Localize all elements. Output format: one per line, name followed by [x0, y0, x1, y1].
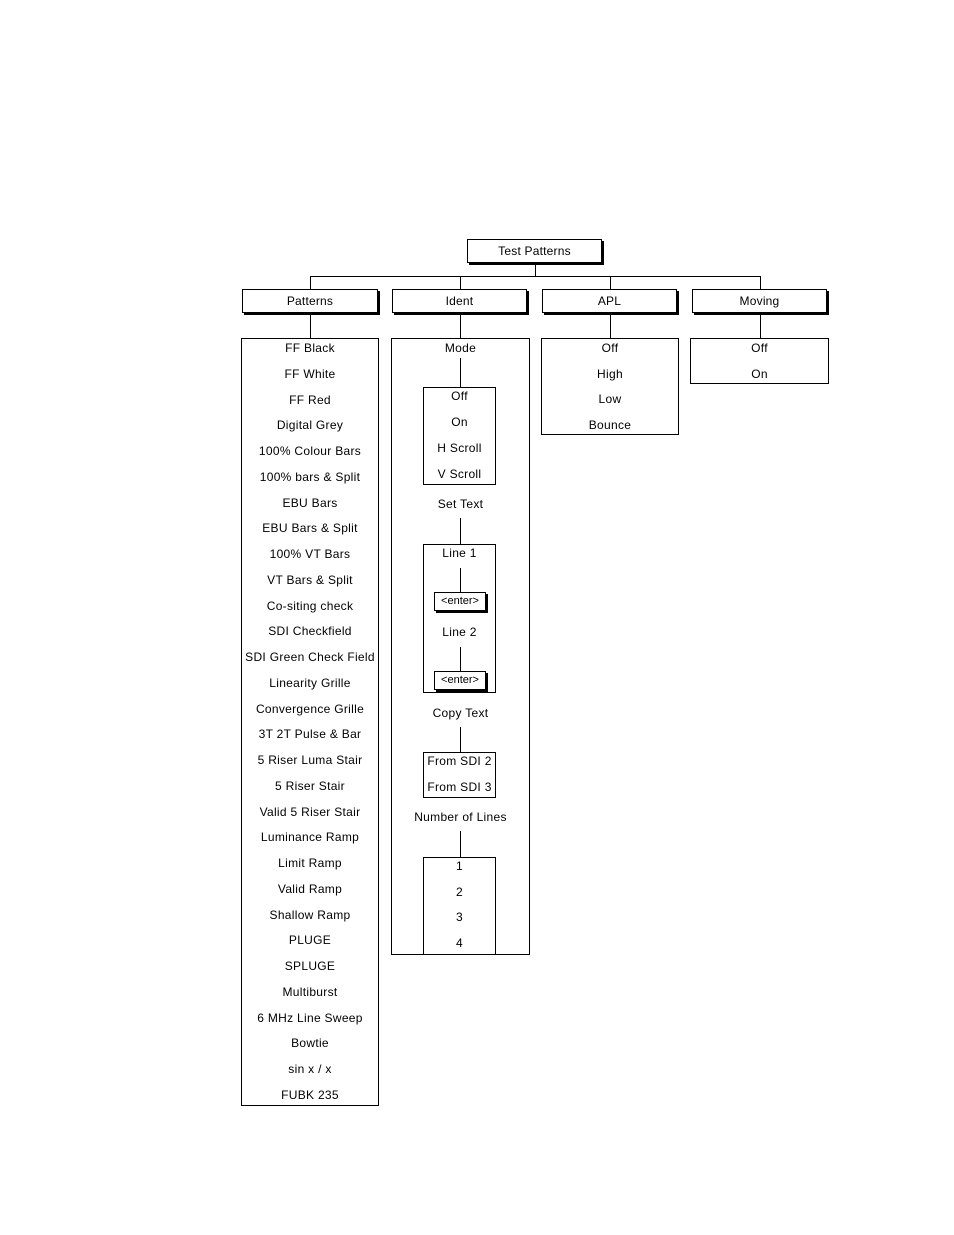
- pattern-list-item: 5 Riser Stair: [275, 778, 345, 793]
- copy-option-item: From SDI 3: [427, 780, 492, 794]
- ident-number-of-lines-label: Number of Lines: [414, 810, 507, 824]
- ident-copy-text-label: Copy Text: [432, 706, 489, 720]
- pattern-list-item: Digital Grey: [276, 418, 344, 433]
- moving-list: [690, 338, 829, 384]
- apl-option-item: Bounce: [588, 417, 632, 432]
- pattern-list-item: Limit Ramp: [278, 856, 342, 870]
- pattern-list-item: PLUGE: [288, 933, 332, 948]
- pattern-list-item: Luminance Ramp: [260, 830, 360, 845]
- mode-option-item: Off: [451, 389, 468, 403]
- line1-connector: [460, 568, 461, 592]
- pattern-list-item: FF Black: [285, 341, 335, 355]
- category-ident-box: Ident: [392, 289, 527, 313]
- apl-list-connector: [610, 315, 611, 338]
- connector-patterns: [310, 276, 311, 289]
- pattern-list-item: SDI Checkfield: [268, 624, 352, 639]
- pattern-list-item: Valid Ramp: [277, 881, 343, 896]
- line-count-option-item: 2: [456, 884, 463, 899]
- pattern-list-item: Multiburst: [282, 984, 338, 999]
- moving-option-item: On: [751, 367, 768, 381]
- ident-list-connector: [460, 315, 461, 338]
- ident-copy-options-box: [423, 752, 496, 798]
- mode-option-item: H Scroll: [437, 441, 482, 455]
- line1-enter-button[interactable]: <enter>: [434, 592, 486, 611]
- connector-ident: [460, 276, 461, 289]
- root-test-patterns-box: Test Patterns: [467, 239, 602, 263]
- copy-option-item: From SDI 2: [427, 754, 492, 768]
- apl-option-item: Off: [601, 341, 619, 355]
- pattern-list-item: 100% Colour Bars: [258, 444, 362, 458]
- pattern-list-item: Co-siting check: [266, 598, 354, 613]
- line2-label: Line 2: [442, 625, 477, 639]
- pattern-list-item: sin x / x: [288, 1062, 332, 1076]
- category-patterns-label: Patterns: [286, 294, 334, 308]
- pattern-list-item: 100% bars & Split: [259, 469, 361, 484]
- root-label: Test Patterns: [498, 244, 571, 258]
- category-ident-label: Ident: [445, 294, 474, 308]
- line-count-option-item: 1: [456, 859, 463, 873]
- pattern-list-item: Shallow Ramp: [269, 907, 351, 922]
- pattern-list-item: EBU Bars & Split: [262, 521, 358, 536]
- line-count-option-item: 3: [456, 910, 463, 924]
- line1-label: Line 1: [442, 546, 477, 560]
- line2-connector: [460, 647, 461, 671]
- pattern-list-item: Linearity Grille: [269, 675, 351, 690]
- pattern-list-item: SPLUGE: [284, 959, 336, 973]
- root-connector: [535, 263, 536, 276]
- connector-apl: [610, 276, 611, 289]
- ident-line-count-box: [423, 857, 496, 955]
- category-moving-label: Moving: [739, 294, 780, 308]
- moving-list-connector: [760, 315, 761, 338]
- number-of-lines-connector: [460, 831, 461, 857]
- pattern-list-item: Bowtie: [291, 1036, 329, 1051]
- mode-connector: [460, 358, 461, 387]
- apl-option-item: Low: [598, 392, 622, 406]
- pattern-list-item: FUBK 235: [281, 1087, 339, 1102]
- category-moving-box: Moving: [692, 289, 827, 313]
- apl-list: [541, 338, 679, 435]
- pattern-list-item: Convergence Grille: [255, 701, 365, 716]
- category-apl-box: APL: [542, 289, 677, 313]
- ident-set-text-box: [423, 544, 496, 693]
- patterns-list-connector: [310, 315, 311, 338]
- set-text-connector: [460, 518, 461, 544]
- pattern-list-item: 5 Riser Luma Stair: [257, 753, 363, 767]
- connector-moving: [760, 276, 761, 289]
- pattern-list-item: SDI Green Check Field: [245, 650, 375, 664]
- line2-enter-label: <enter>: [441, 674, 479, 686]
- pattern-list-item: EBU Bars: [282, 495, 338, 510]
- category-apl-label: APL: [597, 294, 622, 308]
- pattern-list-item: 6 MHz Line Sweep: [257, 1010, 363, 1025]
- pattern-list-item: VT Bars & Split: [267, 572, 353, 587]
- line2-enter-button[interactable]: <enter>: [434, 671, 486, 690]
- pattern-list-item: 3T 2T Pulse & Bar: [258, 727, 362, 742]
- line-count-option-item: 4: [456, 935, 463, 950]
- category-patterns-box: Patterns: [242, 289, 378, 313]
- ident-mode-options-box: [423, 387, 496, 485]
- mode-option-item: On: [451, 415, 468, 429]
- pattern-list-item: 100% VT Bars: [269, 547, 351, 561]
- pattern-list-item: FF White: [284, 366, 336, 381]
- patterns-list: [241, 338, 379, 1106]
- ident-set-text-label: Set Text: [437, 497, 484, 511]
- ident-mode-label: Mode: [444, 341, 477, 355]
- line1-enter-label: <enter>: [441, 595, 479, 607]
- apl-option-item: High: [597, 366, 623, 381]
- pattern-list-item: FF Red: [289, 392, 331, 407]
- moving-option-item: Off: [751, 341, 768, 355]
- copy-text-connector: [460, 727, 461, 752]
- mode-option-item: V Scroll: [437, 467, 482, 481]
- category-bus-line: [310, 276, 760, 277]
- pattern-list-item: Valid 5 Riser Stair: [259, 804, 361, 819]
